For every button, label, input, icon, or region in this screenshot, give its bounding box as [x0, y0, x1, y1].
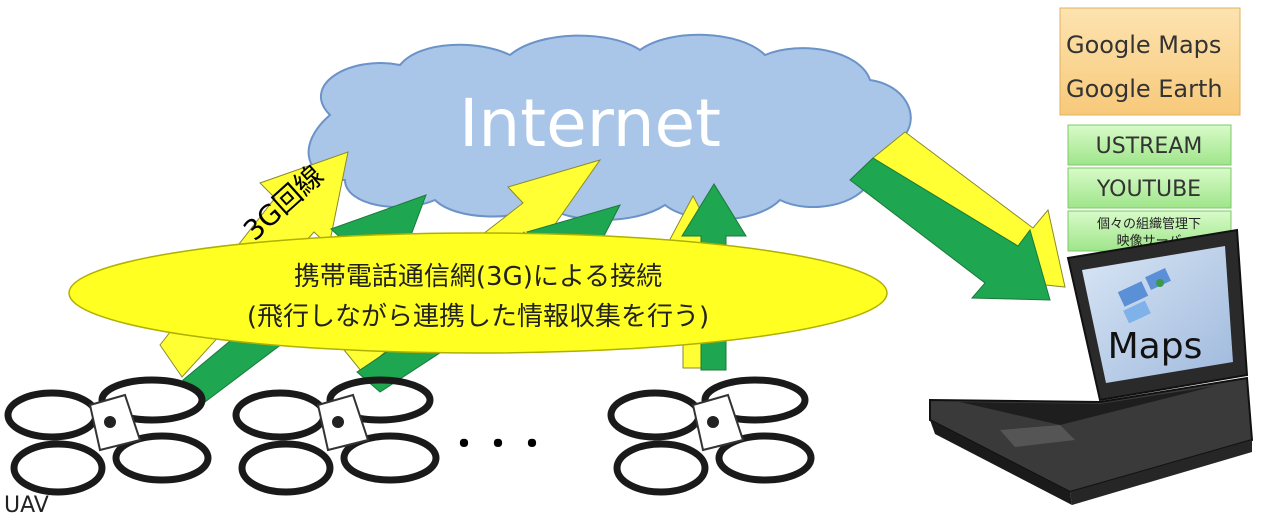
maps-box-line2: Google Earth — [1066, 75, 1223, 103]
laptop-screen-label: Maps — [1108, 326, 1203, 367]
ellipse-text-line1: 携帯電話通信網(3G)による接続 — [294, 262, 662, 292]
google-maps-box: Google Maps Google Earth — [1059, 7, 1241, 116]
drone-1 — [4, 376, 212, 496]
org-server-line1: 個々の組織管理下 — [1097, 217, 1201, 232]
youtube-label: YOUTUBE — [1096, 177, 1201, 202]
drones-ellipsis: ・・・ — [447, 425, 549, 465]
downlink-arrow-green — [849, 157, 1051, 301]
laptop-image: Maps — [929, 228, 1254, 505]
drone-3 — [607, 376, 815, 496]
maps-box-line1: Google Maps — [1066, 31, 1221, 59]
mobile-network-ellipse: 携帯電話通信網(3G)による接続 (飛行しながら連携した情報収集を行う) — [68, 232, 888, 354]
drone-2 — [232, 376, 440, 496]
ellipse-text-line2: (飛行しながら連携した情報収集を行う) — [247, 302, 709, 332]
downlink-arrows — [849, 131, 1066, 301]
ustream-label: USTREAM — [1096, 134, 1203, 159]
youtube-box: YOUTUBE — [1067, 167, 1232, 209]
internet-cloud: Internet — [307, 33, 917, 221]
cloud-label: Internet — [459, 85, 721, 162]
uav-label: UAV — [4, 493, 49, 517]
ustream-box: USTREAM — [1067, 124, 1232, 166]
maps-app-icon — [1117, 268, 1171, 324]
